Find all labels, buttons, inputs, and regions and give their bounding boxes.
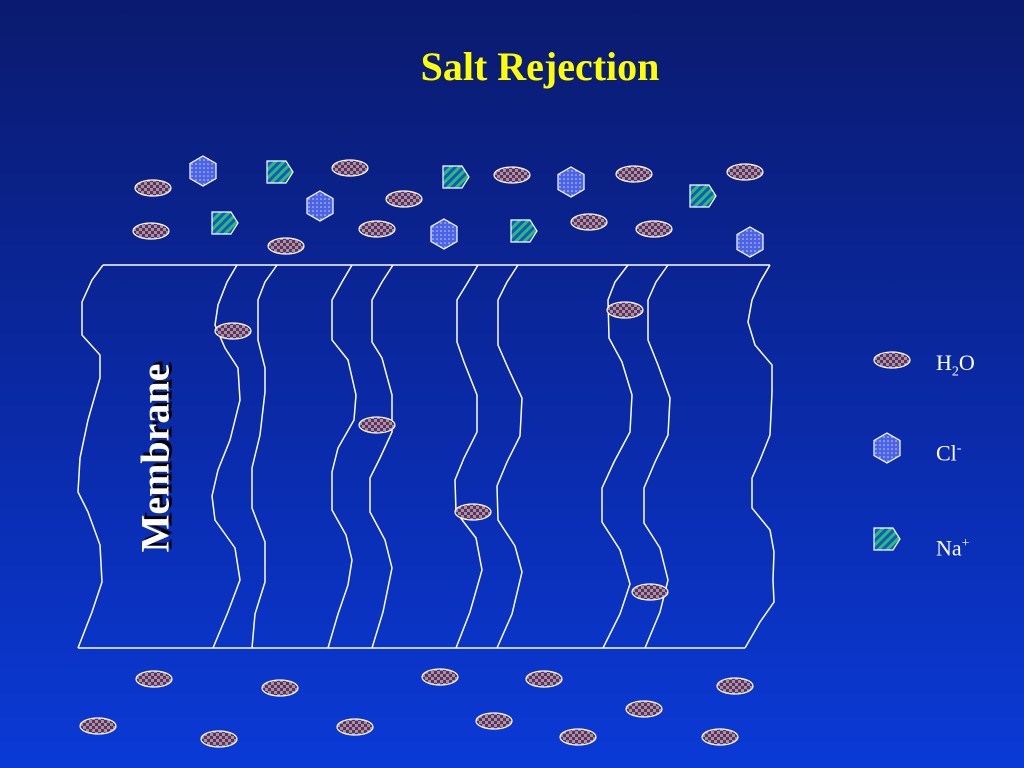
legend-chloride-base: Cl (936, 440, 957, 466)
water-molecule-icon (625, 700, 663, 718)
chloride-ion-icon (430, 218, 458, 250)
water-molecule-icon (475, 712, 513, 730)
water-molecule-icon (606, 301, 644, 319)
chloride-ion-icon (557, 166, 585, 198)
legend-sodium-sup: + (961, 536, 970, 551)
sodium-ion-icon (266, 160, 294, 184)
sodium-ion-icon (873, 527, 901, 551)
legend-icons (873, 351, 911, 551)
water-molecule-icon (454, 503, 492, 521)
water-molecule-icon (358, 416, 396, 434)
legend-chloride-sup: - (956, 441, 962, 456)
water-molecule-icon (336, 718, 374, 736)
water-molecule-icon (358, 220, 396, 238)
water-molecule-icon (331, 159, 369, 177)
water-molecule-icon (615, 165, 653, 183)
water-molecule-icon (421, 668, 459, 686)
chloride-ion-icon (736, 226, 764, 258)
legend-water-sub: 2 (951, 364, 959, 380)
sodium-ion-icon (211, 211, 239, 235)
pore-wall (327, 264, 357, 649)
water-molecule-icon (132, 222, 170, 240)
legend-water-label: H2O (936, 351, 975, 384)
water-molecule-icon (716, 677, 754, 695)
water-molecule-icon (79, 717, 117, 735)
sodium-ion-icon (510, 219, 538, 243)
pore-wall (643, 264, 671, 649)
sodium-ion-icon (442, 165, 470, 189)
water-molecule-icon (525, 670, 563, 688)
water-molecule-icon (873, 351, 911, 369)
feed-side-molecules (132, 155, 764, 258)
membrane-label: Membrane (132, 363, 178, 553)
permeate-side-molecules (79, 668, 754, 748)
legend-chloride-label: Cl- (936, 437, 961, 465)
pore-wall (454, 264, 483, 649)
pore-wall (601, 264, 633, 649)
water-molecule-icon (726, 163, 764, 181)
water-molecule-icon (261, 679, 299, 697)
water-molecule-icon (135, 670, 173, 688)
legend-sodium-label: Na+ (936, 532, 970, 560)
water-molecule-icon (267, 237, 305, 255)
water-molecule-icon (385, 190, 423, 208)
legend-water-base: H (936, 350, 952, 375)
water-molecule-icon (214, 322, 252, 340)
legend-sodium-base: Na (936, 535, 962, 561)
water-molecule-icon (559, 728, 597, 746)
membrane (77, 264, 775, 649)
water-molecule-icon (134, 179, 172, 197)
pore-wall (251, 264, 278, 649)
legend-water-tail: O (958, 350, 975, 375)
pore-wall (369, 264, 394, 649)
chloride-ion-icon (189, 155, 217, 187)
water-molecule-icon (493, 166, 531, 184)
water-molecule-icon (570, 213, 608, 231)
water-molecule-icon (635, 220, 673, 238)
water-molecule-icon (631, 583, 669, 601)
water-molecule-icon (701, 728, 739, 746)
chloride-ion-icon (306, 190, 334, 222)
pore-wall (211, 264, 241, 649)
pore-molecules (214, 301, 669, 601)
water-molecule-icon (200, 730, 238, 748)
sodium-ion-icon (689, 184, 717, 208)
membrane-left-wall (77, 264, 104, 649)
chloride-ion-icon (873, 432, 901, 464)
pore-wall (496, 264, 523, 649)
slide-title: Salt Rejection (420, 44, 660, 89)
membrane-right-wall (744, 264, 775, 649)
